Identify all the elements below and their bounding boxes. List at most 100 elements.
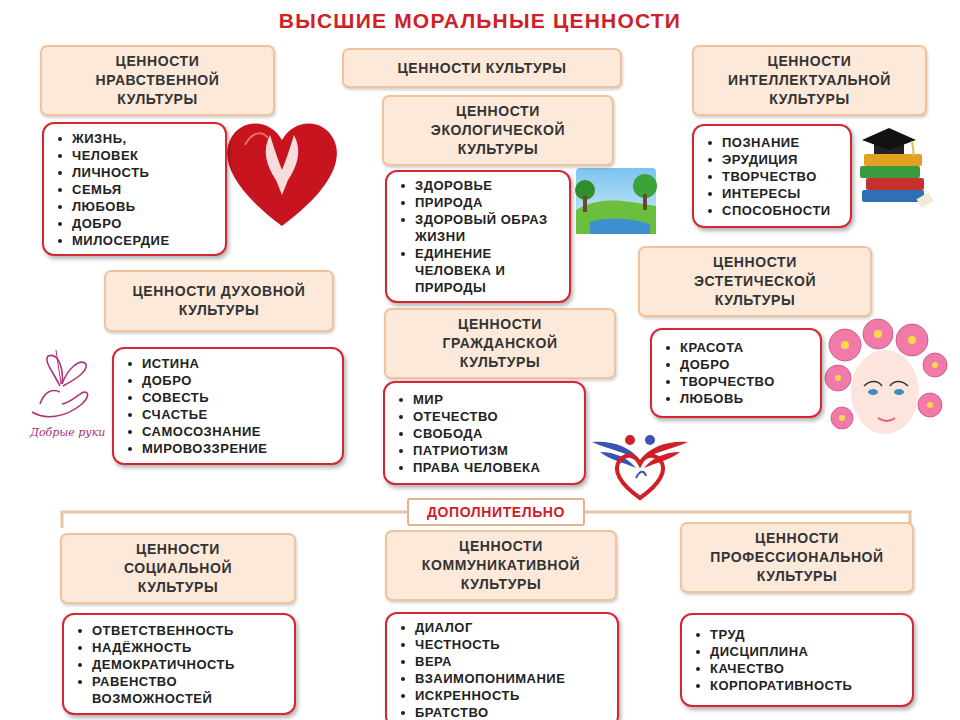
bullet-dot <box>399 466 403 470</box>
list-item: БРАТСТВО <box>401 704 609 720</box>
bullet-dot <box>696 684 700 688</box>
bullet-dot <box>401 677 405 681</box>
beauty-face-picture <box>825 319 947 434</box>
value-text: САМОСОЗНАНИЕ <box>142 423 261 440</box>
value-text: ДОБРО <box>142 372 192 389</box>
category-box: ЦЕННОСТИ КОММУНИКАТИВНОЙ КУЛЬТУРЫ <box>385 530 617 601</box>
values-list-box: ИСТИНАДОБРОСОВЕСТЬСЧАСТЬЕСАМОСОЗНАНИЕМИР… <box>112 347 344 465</box>
category-title: ЦЕННОСТИ ДУХОВНОЙ КУЛЬТУРЫ <box>132 282 306 320</box>
list-item: ДИСЦИПЛИНА <box>696 643 904 660</box>
bullet-dot <box>708 158 712 162</box>
bullet-dot <box>666 346 670 350</box>
bullet-dot <box>399 449 403 453</box>
category-title: ЦЕННОСТИ КУЛЬТУРЫ <box>398 59 567 78</box>
value-text: ПАТРИОТИЗМ <box>413 442 508 459</box>
value-text: ДЕМОКРАТИЧНОСТЬ <box>92 656 235 673</box>
heart-picture <box>227 124 337 227</box>
list-item: НАДЁЖНОСТЬ <box>78 639 286 656</box>
bullet-dot <box>128 430 132 434</box>
category-title: ЦЕННОСТИ ИНТЕЛЛЕКТУАЛЬНОЙ КУЛЬТУРЫ <box>720 52 899 109</box>
value-text: ТРУД <box>710 626 745 643</box>
list-item: ПОЗНАНИЕ <box>708 134 842 151</box>
value-text: ПОЗНАНИЕ <box>722 134 800 151</box>
list-item: ЗДОРОВЫЙ ОБРАЗ ЖИЗНИ <box>401 211 561 245</box>
list-item: СЕМЬЯ <box>58 181 217 198</box>
bullet-dot <box>58 137 62 141</box>
values-list-box: ДИАЛОГЧЕСТНОСТЬВЕРАВЗАИМОПОНИМАНИЕИСКРЕН… <box>385 612 619 720</box>
value-text: ОТВЕТСТВЕННОСТЬ <box>92 622 234 639</box>
category-box: ЦЕННОСТИ ИНТЕЛЛЕКТУАЛЬНОЙ КУЛЬТУРЫ <box>692 45 927 116</box>
category-title: ЦЕННОСТИ ПРОФЕССИОНАЛЬНОЙ КУЛЬТУРЫ <box>708 529 886 586</box>
bullet-dot <box>399 415 403 419</box>
value-text: НАДЁЖНОСТЬ <box>92 639 192 656</box>
bullet-dot <box>58 188 62 192</box>
values-list-box: КРАСОТАДОБРОТВОРЧЕСТВОЛЮБОВЬ <box>650 328 822 418</box>
list-item: ДОБРО <box>58 215 217 232</box>
category-box: ЦЕННОСТИ ГРАЖДАНСКОЙ КУЛЬТУРЫ <box>384 308 616 379</box>
category-box: ЦЕННОСТИ СОЦИАЛЬНОЙ КУЛЬТУРЫ <box>60 533 296 604</box>
bullet-dot <box>401 711 405 715</box>
category-title: ЦЕННОСТИ НРАВСТВЕННОЙ КУЛЬТУРЫ <box>68 52 247 109</box>
bullet-dot <box>58 222 62 226</box>
value-text: СВОБОДА <box>413 425 483 442</box>
bullet-dot <box>78 646 82 650</box>
value-text: МИР <box>413 391 443 408</box>
bullet-dot <box>696 633 700 637</box>
bullet-dot <box>708 175 712 179</box>
bullet-dot <box>666 363 670 367</box>
list-item: ЕДИНЕНИЕ ЧЕЛОВЕКА И ПРИРОДЫ <box>401 245 561 296</box>
value-text: ЛЮБОВЬ <box>680 390 744 407</box>
list-item: ТВОРЧЕСТВО <box>666 373 812 390</box>
values-list-box: ЖИЗНЬ,ЧЕЛОВЕКЛИЧНОСТЬСЕМЬЯЛЮБОВЬДОБРОМИЛ… <box>42 122 227 256</box>
value-text: ЕДИНЕНИЕ ЧЕЛОВЕКА И ПРИРОДЫ <box>415 245 561 296</box>
value-text: ЛИЧНОСТЬ <box>72 164 149 181</box>
value-text: КАЧЕСТВО <box>710 660 784 677</box>
list-item: ОТЕЧЕСТВО <box>399 408 576 425</box>
list-item: ЛЮБОВЬ <box>58 198 217 215</box>
bullet-dot <box>58 239 62 243</box>
list-item: МИЛОСЕРДИЕ <box>58 232 217 249</box>
group-label-text: ДОПОЛНИТЕЛЬНО <box>427 503 565 521</box>
list-item: КРАСОТА <box>666 339 812 356</box>
category-box: ЦЕННОСТИ НРАВСТВЕННОЙ КУЛЬТУРЫ <box>40 45 275 116</box>
list-item: МИР <box>399 391 576 408</box>
category-box: ЦЕННОСТИ КУЛЬТУРЫ <box>342 48 622 88</box>
category-title: ЦЕННОСТИ СОЦИАЛЬНОЙ КУЛЬТУРЫ <box>88 540 268 597</box>
value-text: ТВОРЧЕСТВО <box>680 373 775 390</box>
value-text: БРАТСТВО <box>415 704 489 720</box>
list-item: ЗДОРОВЬЕ <box>401 177 561 194</box>
bullet-dot <box>696 650 700 654</box>
civic-emblem <box>592 435 688 498</box>
value-text: КОРПОРАТИВНОСТЬ <box>710 677 852 694</box>
value-text: ДИСЦИПЛИНА <box>710 643 808 660</box>
list-item: ИНТЕРЕСЫ <box>708 185 842 202</box>
list-item: ДЕМОКРАТИЧНОСТЬ <box>78 656 286 673</box>
group-label-box: ДОПОЛНИТЕЛЬНО <box>407 498 585 526</box>
value-text: ПРИРОДА <box>415 194 483 211</box>
bullet-dot <box>401 694 405 698</box>
list-item: РАВЕНСТВО ВОЗМОЖНОСТЕЙ <box>78 673 286 707</box>
value-text: ИСТИНА <box>142 355 199 372</box>
list-item: ТРУД <box>696 626 904 643</box>
list-item: САМОСОЗНАНИЕ <box>128 423 334 440</box>
category-box: ЦЕННОСТИ ДУХОВНОЙ КУЛЬТУРЫ <box>104 270 334 332</box>
list-item: ДОБРО <box>666 356 812 373</box>
value-text: ДОБРО <box>72 215 122 232</box>
list-item: ЛЮБОВЬ <box>666 390 812 407</box>
values-list-box: ЗДОРОВЬЕПРИРОДАЗДОРОВЫЙ ОБРАЗ ЖИЗНИЕДИНЕ… <box>385 170 571 303</box>
bullet-dot <box>708 192 712 196</box>
bullet-dot <box>128 447 132 451</box>
value-text: МИЛОСЕРДИЕ <box>72 232 170 249</box>
list-item: ЧЕСТНОСТЬ <box>401 636 609 653</box>
category-box: ЦЕННОСТИ ЭКОЛОГИЧЕСКОЙ КУЛЬТУРЫ <box>382 95 614 166</box>
kind-hands-logo <box>32 350 88 417</box>
value-text: ЭРУДИЦИЯ <box>722 151 798 168</box>
bullet-dot <box>401 218 405 222</box>
value-text: ЗДОРОВЬЕ <box>415 177 493 194</box>
bullet-dot <box>401 184 405 188</box>
value-text: СЕМЬЯ <box>72 181 122 198</box>
list-item: СПОСОБНОСТИ <box>708 202 842 219</box>
list-item: ЭРУДИЦИЯ <box>708 151 842 168</box>
bullet-dot <box>128 379 132 383</box>
list-item: ВЕРА <box>401 653 609 670</box>
